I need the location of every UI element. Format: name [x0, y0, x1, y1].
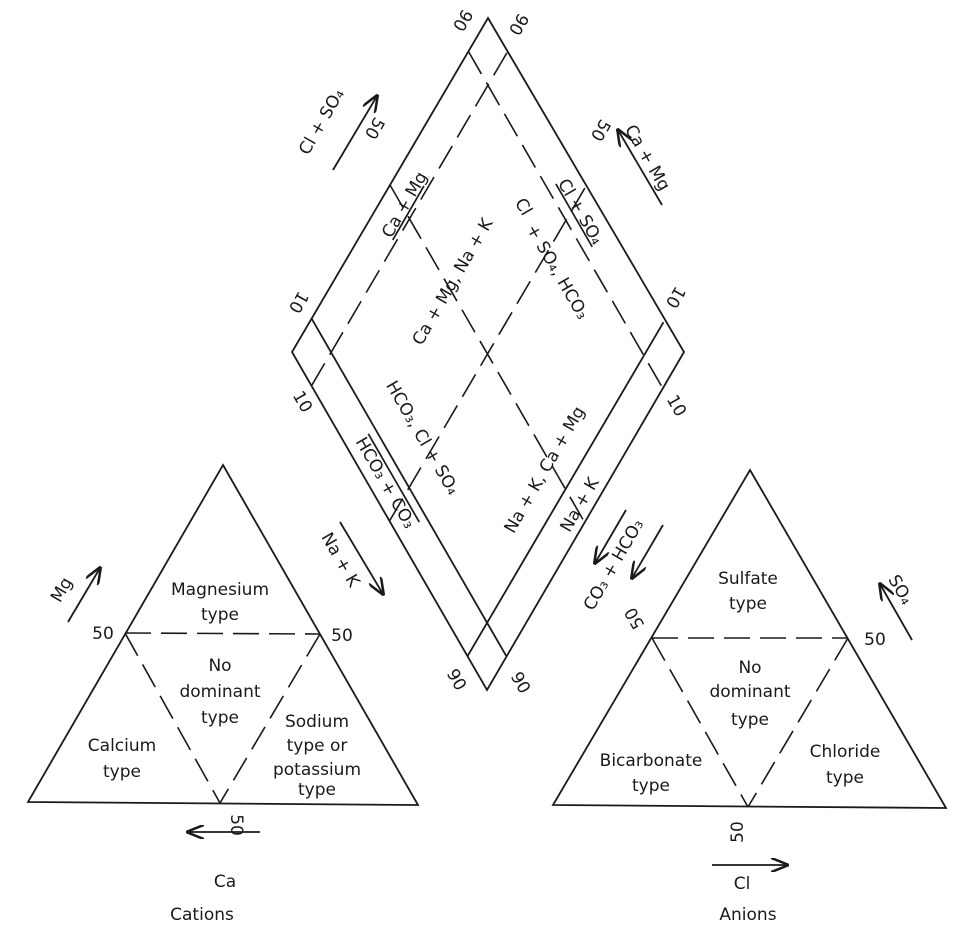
- tick-label: 10: [284, 288, 312, 317]
- axis-label-ca: Ca: [214, 872, 236, 892]
- region-label: type: [731, 710, 769, 730]
- axis-label-cl: Cl: [734, 874, 751, 894]
- region-label: type: [201, 708, 239, 728]
- axis-label-cl-so4: Cl + SO₄: [295, 85, 349, 158]
- strip-label-hco3-co3: HCO₃ + CO₃: [351, 434, 419, 532]
- region-label: No: [208, 656, 231, 676]
- diamond-outline: [290, 16, 686, 692]
- tick-label: 10: [661, 283, 689, 312]
- arrow-icon: [595, 509, 627, 563]
- tick-label: 50: [728, 821, 748, 843]
- divider-line: [124, 632, 321, 635]
- cations-triangle: 50 50 50 Mg Na + K Ca Cations Magnesium …: [26, 463, 420, 925]
- region-label: type: [103, 762, 141, 782]
- tick-label: 90: [506, 669, 534, 698]
- tick-label: 50: [331, 626, 353, 646]
- region-label: type: [826, 768, 864, 788]
- region-label: Cl: [510, 195, 536, 219]
- axis-label-ca-mg: Ca + Mg: [620, 121, 674, 194]
- anions-triangle: 50 50 50 CO₃ + HCO₃ SO₄ Cl Anions Sulfat…: [551, 468, 948, 925]
- region-label: Ca + Mg, Na + K: [409, 214, 498, 349]
- region-label: No: [738, 658, 761, 678]
- region-label: Bicarbonate: [600, 751, 703, 771]
- divider-line: [651, 637, 749, 808]
- axis-label-na-k: Na + K: [317, 529, 364, 591]
- region-label: Sodium: [285, 712, 349, 732]
- arrow-icon: [67, 568, 100, 623]
- tick-label: 50: [586, 116, 614, 145]
- region-label: type: [729, 594, 767, 614]
- divider-line: [747, 637, 849, 808]
- region-label: Sulfate: [718, 569, 778, 589]
- region-label: Calcium: [88, 736, 156, 756]
- arrow-icon: [332, 96, 377, 171]
- region-label: type: [632, 776, 670, 796]
- arrow-icon: [880, 584, 913, 641]
- region-label: potassium: [273, 760, 361, 780]
- region-label: type: [298, 780, 336, 800]
- anions-title: Anions: [719, 905, 776, 925]
- tick-label: 50: [226, 814, 246, 836]
- tick-label: 10: [288, 388, 316, 417]
- tick-label: 10: [662, 392, 690, 421]
- region-label: type: [201, 605, 239, 625]
- region-label: Magnesium: [171, 580, 269, 600]
- arrow-icon: [339, 521, 383, 594]
- tick-label: 90: [448, 6, 476, 35]
- divider-line: [124, 632, 221, 804]
- diamond-grid-line: [388, 186, 587, 522]
- tick-label: 50: [621, 604, 649, 633]
- diamond-grid-line: [466, 321, 665, 657]
- tick-label: 50: [864, 630, 886, 650]
- region-label: type or: [287, 736, 348, 756]
- diamond-plot: 90 90 50 50 10 10 10 10 90 90 Cl + SO₄ C…: [284, 6, 690, 698]
- cations-title: Cations: [170, 905, 234, 925]
- divider-line: [219, 633, 321, 804]
- triangle-outline: [26, 463, 420, 806]
- arrow-icon: [632, 524, 664, 578]
- region-label: dominant: [709, 682, 790, 702]
- region-label: dominant: [179, 682, 260, 702]
- tick-label: 90: [504, 10, 532, 39]
- strip-label-ca-mg: Ca + Mg: [378, 168, 432, 241]
- arrow-icon: [618, 130, 663, 206]
- axis-label-mg: Mg: [47, 574, 77, 606]
- region-label: Chloride: [810, 742, 881, 762]
- tick-label: 50: [92, 624, 114, 644]
- tick-label: 90: [442, 666, 470, 695]
- axis-label-so4: SO₄: [884, 572, 917, 609]
- strip-label-na-k: Na + K: [557, 474, 604, 536]
